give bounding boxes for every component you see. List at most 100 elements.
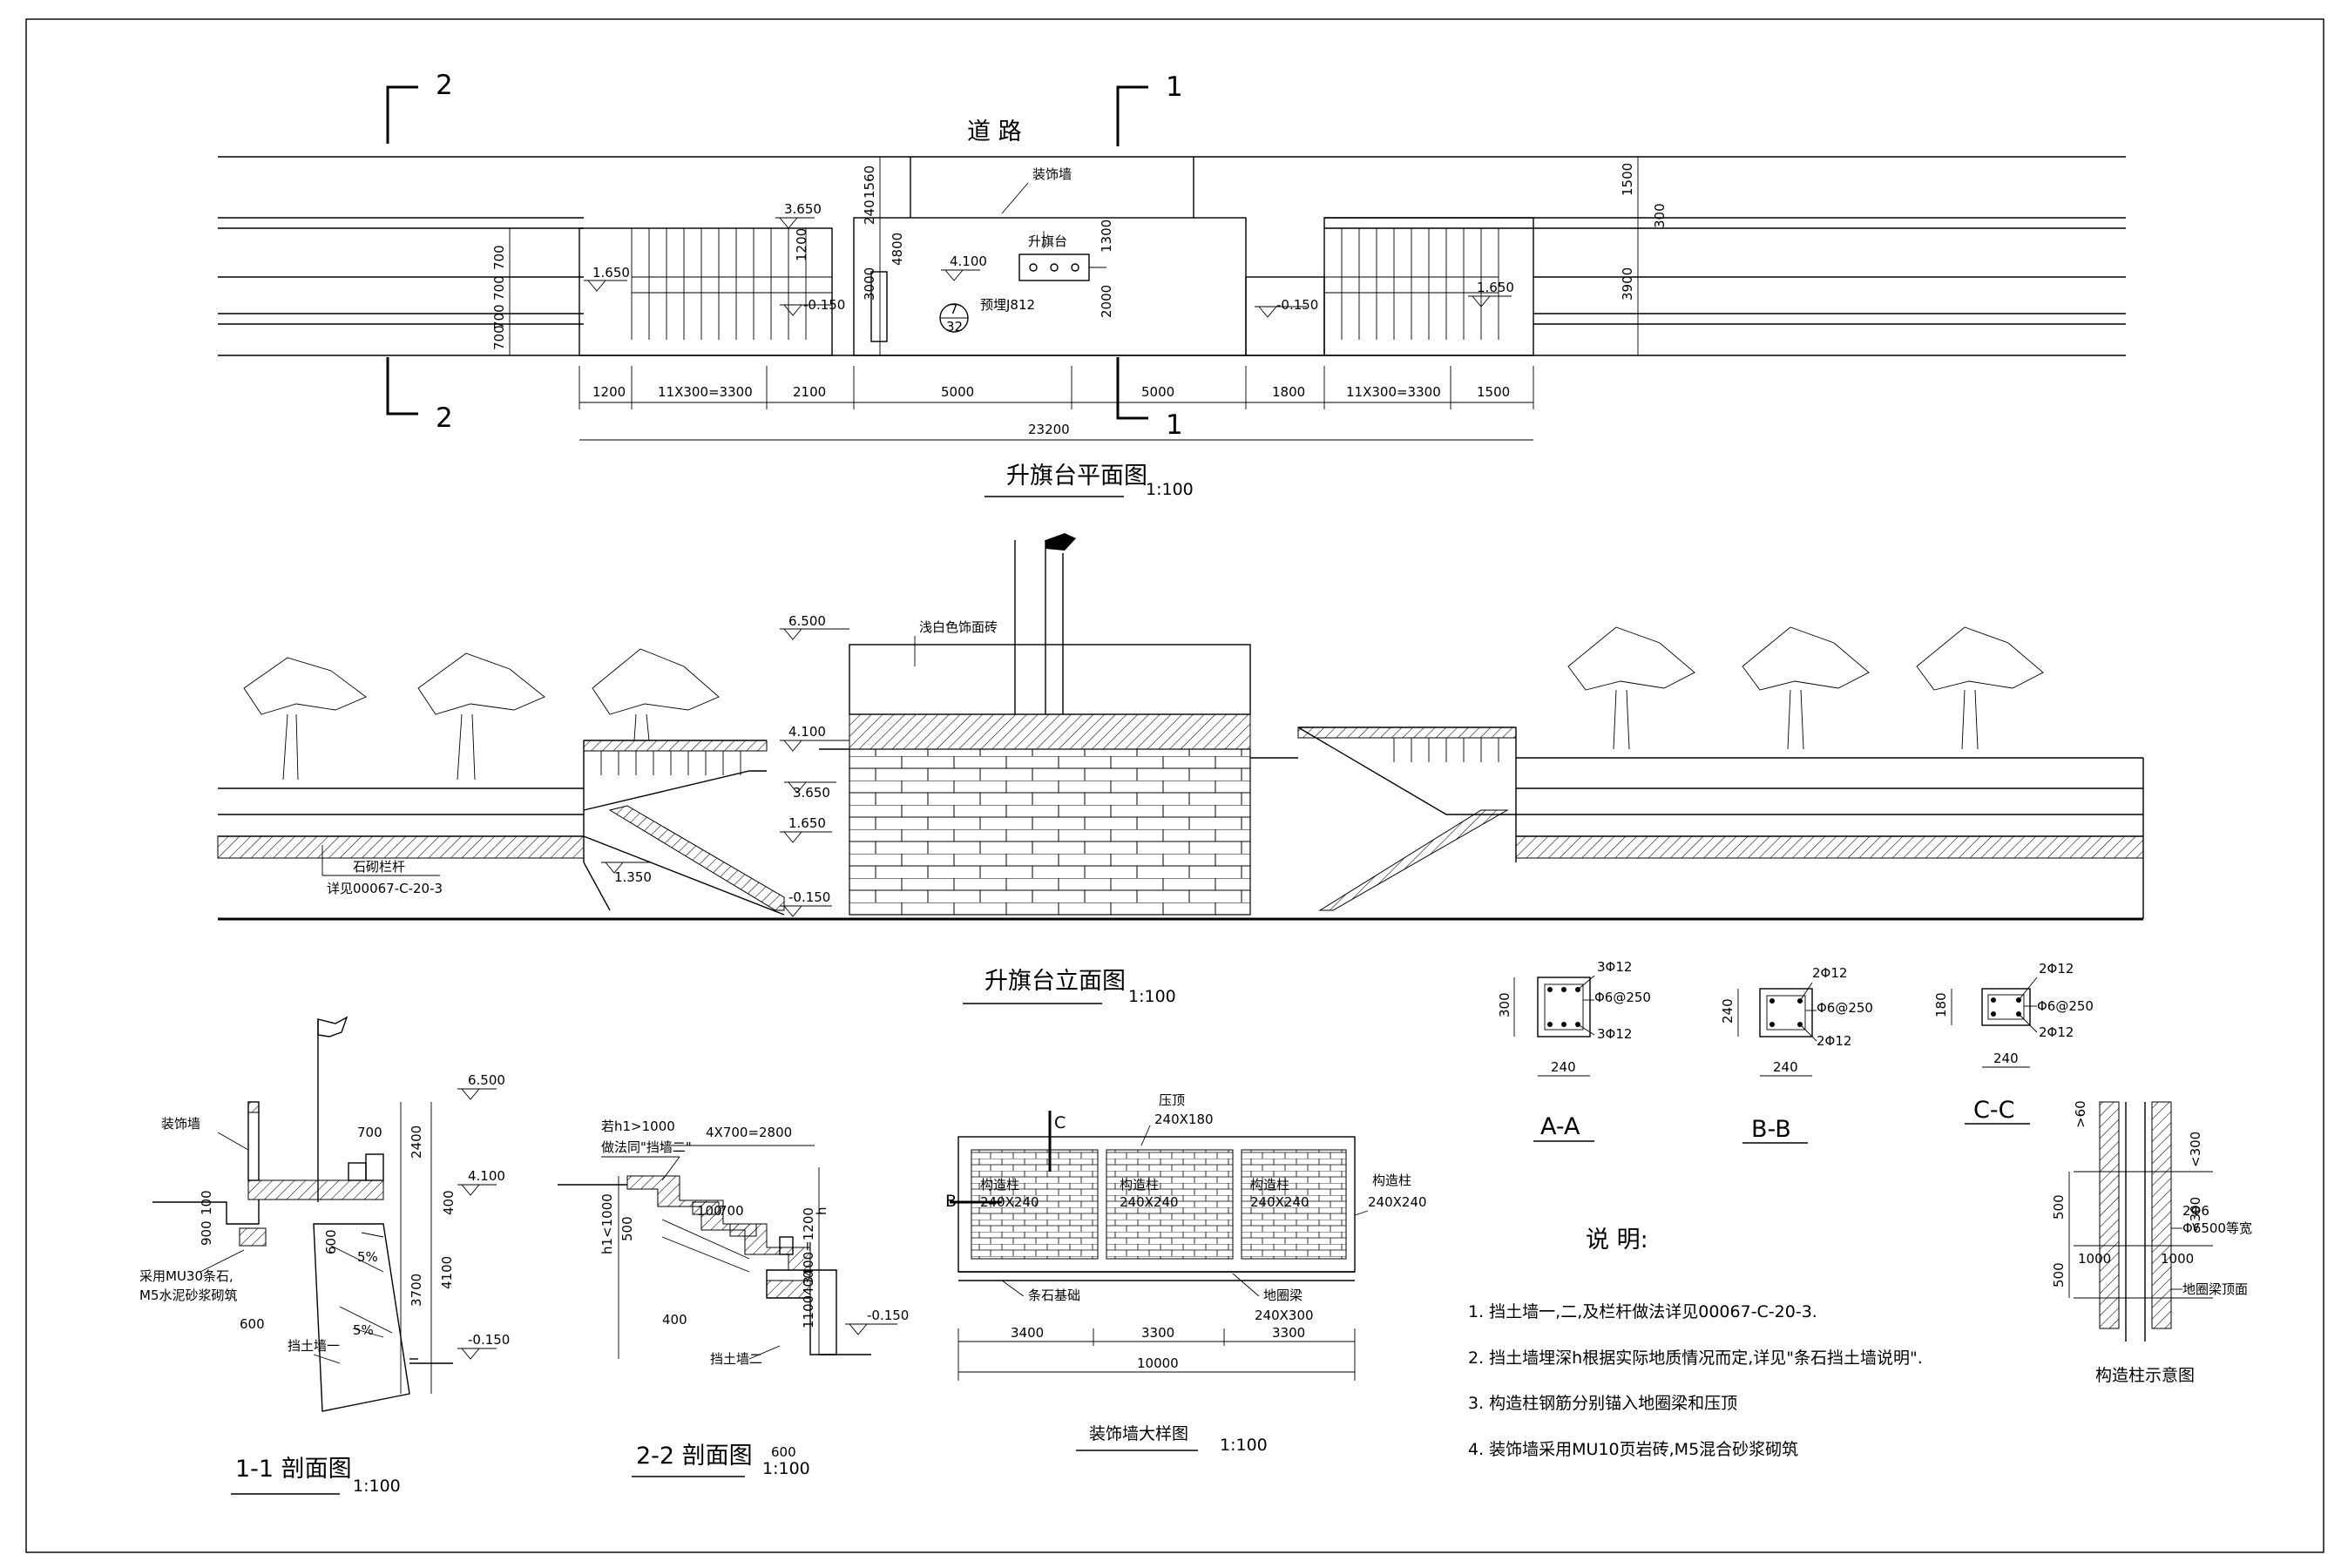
cd-dim: 500 — [2051, 1194, 2067, 1220]
bb-h: 240 — [1720, 998, 1736, 1024]
deco-col-size: 240X240 — [1120, 1194, 1179, 1210]
plan-dim: 3000 — [862, 267, 877, 301]
notes: 说 明: 1. 挡土墙一,二,及栏杆做法详见00067-C-20-3. 2. 挡… — [1468, 1227, 1923, 1459]
s22-dim: 100 — [697, 1203, 722, 1219]
deco-mark-c: C — [1054, 1113, 1066, 1132]
deco-col: 构造柱 — [980, 1177, 1019, 1193]
flag-icon — [1045, 533, 1076, 551]
s22-title: 2-2 剖面图 — [636, 1443, 753, 1470]
elevation-title: 升旗台立面图 — [985, 968, 1126, 995]
deco-scale: 1:100 — [1220, 1436, 1268, 1455]
cc-top: 2Φ12 — [2039, 961, 2074, 977]
plan-dim: 700 — [491, 275, 507, 301]
cd-dim: 2Φ6 — [2182, 1203, 2209, 1219]
notes-heading: 说 明: — [1586, 1227, 1648, 1254]
plan-dim: 1560 — [862, 166, 877, 199]
s11-dim: 600 — [323, 1229, 339, 1254]
plan-dim: 1500 — [1620, 163, 1635, 196]
s11-deco-wall: 装饰墙 — [161, 1116, 200, 1132]
s11-title: 1-1 剖面图 — [235, 1456, 352, 1483]
s11-material: 采用MU30条石, — [139, 1268, 233, 1284]
section-mark: 1 — [1166, 409, 1183, 441]
bb-w: 240 — [1773, 1059, 1798, 1075]
deco-mark-b: B — [945, 1192, 957, 1211]
elev-level: 1.650 — [788, 815, 826, 831]
aa-stir: Φ6@250 — [1594, 990, 1651, 1005]
s11-level: 4.100 — [468, 1168, 505, 1184]
bb-name: B-B — [1751, 1116, 1791, 1143]
elevation-view: 浅白色饰面砖 6.500 4.100 3.650 1.650 1.350 -0.… — [217, 533, 2144, 1006]
section-mark: 1 — [1166, 71, 1183, 103]
deco-dim: 3300 — [1272, 1325, 1305, 1341]
elev-note-rail: 石砌栏杆 — [353, 859, 405, 875]
tree-icon — [243, 657, 367, 781]
plan-dim-bottom: 5000 — [1141, 384, 1174, 400]
aa-w: 240 — [1551, 1059, 1576, 1075]
deco-beam-size: 240X300 — [1255, 1308, 1314, 1323]
s11-scale: 1:100 — [353, 1477, 401, 1496]
deco-title: 装饰墙大样图 — [1089, 1424, 1188, 1443]
elev-level: 1.350 — [614, 869, 652, 885]
note-item: 1. 挡土墙一,二,及栏杆做法详见00067-C-20-3. — [1468, 1302, 1817, 1321]
section-mark: 2 — [436, 402, 453, 434]
detail-ref-top: 7 — [950, 301, 958, 317]
plan-dim: 1200 — [794, 228, 809, 261]
s22-dim: h1<1000 — [599, 1193, 615, 1254]
s22-wall-label: 挡土墙二 — [710, 1351, 762, 1367]
deco-cap: 压顶 — [1159, 1092, 1185, 1108]
section-1-1: 装饰墙 采用MU30条石, M5水泥砂浆砌筑 挡土墙一 700 2400 400… — [139, 1016, 510, 1496]
plan-level: 1.650 — [1477, 280, 1514, 295]
s22-dim: 1100 — [801, 1295, 816, 1328]
note-item: 4. 装饰墙采用MU10页岩砖,M5混合砂浆砌筑 — [1468, 1440, 1798, 1459]
plan-dim-bottom: 2100 — [793, 384, 826, 400]
deco-col-size: 240X240 — [980, 1194, 1039, 1210]
deco-cap-size: 240X180 — [1154, 1112, 1214, 1127]
s11-dim: 2400 — [409, 1125, 424, 1159]
cd-dim: <300 — [2188, 1197, 2203, 1233]
plan-dim-bottom: 1200 — [592, 384, 626, 400]
s22-note1: 若h1>1000 — [601, 1119, 675, 1134]
plan-dim: 3900 — [1620, 267, 1635, 301]
plan-dim: 700 — [491, 325, 507, 350]
elev-level: 4.100 — [788, 724, 826, 740]
deco-wall-detail: C B 压顶 240X180 构造柱 240X240 构造柱 240X240 构… — [945, 1092, 1427, 1455]
aa-h: 300 — [1497, 992, 1512, 1017]
plan-level: 3.650 — [784, 201, 822, 217]
plan-flag-platform-label: 升旗台 — [1028, 233, 1067, 249]
s11-dim: 4100 — [439, 1256, 455, 1289]
plan-title: 升旗台平面图 — [1006, 463, 1147, 490]
plan-dim-bottom: 5000 — [941, 384, 974, 400]
s22-dim: 600 — [771, 1444, 796, 1460]
cd-dim: 1000 — [2078, 1251, 2111, 1267]
plan-level: -0.150 — [1276, 297, 1318, 313]
cd-dim: >60 — [2073, 1100, 2088, 1128]
column-detail: >60 <300 500 <300 2Φ6 Φ6500等宽 1000 1000 … — [2051, 1100, 2252, 1385]
deco-col: 构造柱 — [1250, 1177, 1289, 1193]
deco-col: 构造柱 — [1372, 1173, 1411, 1188]
cd-title: 构造柱示意图 — [2095, 1366, 2195, 1385]
plan-dim: 4800 — [890, 233, 905, 266]
plan-dim: 240 — [862, 199, 877, 225]
s11-wall-label: 挡土墙一 — [288, 1338, 340, 1354]
plan-scale: 1:100 — [1146, 480, 1194, 499]
elev-level: 6.500 — [788, 613, 826, 629]
s22-dim-top: 4X700=2800 — [706, 1125, 792, 1140]
s22-note2: 做法同"挡墙二" — [601, 1139, 692, 1155]
s11-dim: 3700 — [409, 1274, 424, 1307]
elev-note-ref: 详见00067-C-20-3 — [327, 881, 443, 896]
bb-stir: Φ6@250 — [1817, 1000, 1873, 1016]
cc-bot: 2Φ12 — [2039, 1024, 2074, 1040]
cc-h: 180 — [1933, 992, 1949, 1017]
plan-dim-total: 23200 — [1028, 422, 1070, 437]
col-section-bb: 2Φ12 Φ6@250 2Φ12 240 240 B-B — [1720, 965, 1873, 1144]
s11-material: M5水泥砂浆砌筑 — [139, 1288, 238, 1303]
note-item: 2. 挡土墙埋深h根据实际地质情况而定,详见"条石挡土墙说明". — [1468, 1348, 1923, 1368]
tree-icon — [1742, 626, 1870, 750]
plan-flagpole-base-label: 预埋J812 — [980, 297, 1035, 313]
cc-w: 240 — [1993, 1051, 2019, 1066]
section-2-2: 若h1>1000 做法同"挡墙二" 4X700=2800 h1<1000 500… — [558, 1119, 909, 1478]
deco-found: 条石基础 — [1028, 1288, 1080, 1303]
cc-stir: Φ6@250 — [2037, 998, 2094, 1014]
s22-level: -0.150 — [867, 1308, 909, 1323]
s11-dim: 5% — [353, 1322, 374, 1338]
